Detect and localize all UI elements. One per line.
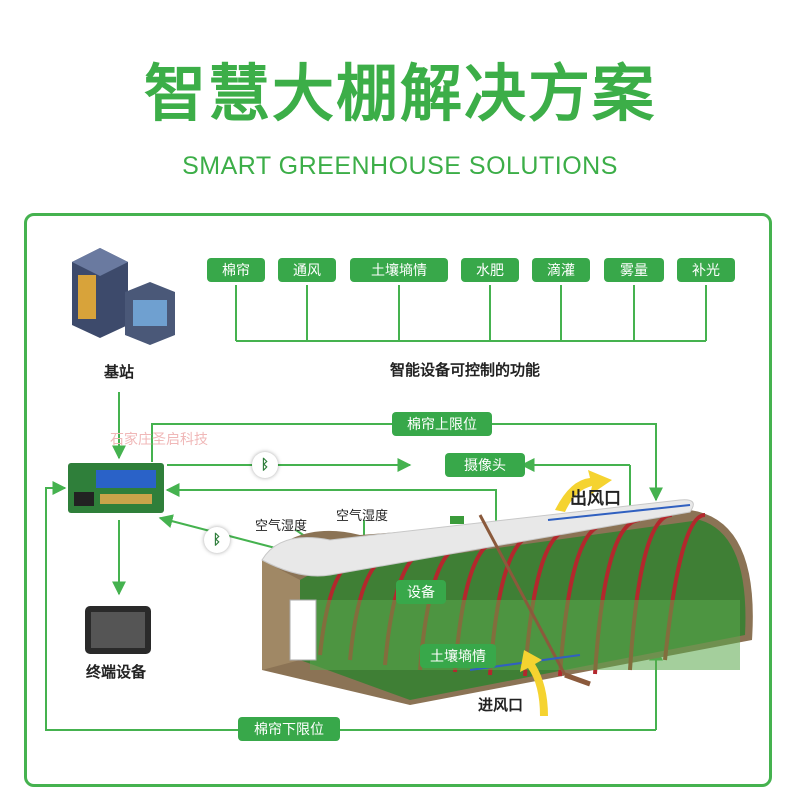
device-node: 设备 [396, 580, 446, 604]
diagram-frame [24, 213, 772, 787]
greenhouse-illustration [261, 499, 753, 705]
watermark: 石家庄圣启科技 [110, 432, 208, 448]
functions-caption: 智能设备可控制的功能 [390, 361, 541, 379]
server-icon [72, 248, 175, 345]
air-humidity-label-1: 空气湿度 [255, 519, 308, 534]
function-curtain: 棉帘 [207, 258, 265, 282]
base-station-label: 基站 [104, 363, 135, 381]
tablet-icon [85, 606, 151, 654]
function-bus [235, 285, 707, 342]
curtain-lower-line [45, 481, 656, 731]
soil-moisture-node: 土壤墒情 [420, 644, 496, 668]
function-water-fertilizer: 水肥 [461, 258, 519, 282]
bluetooth-icon: ᛒ [204, 527, 230, 553]
function-drip-irrigation: 滴灌 [532, 258, 590, 282]
function-ventilation: 通风 [278, 258, 336, 282]
outlet-arrow-icon [555, 470, 612, 512]
function-soil-moisture: 土壤墒情 [350, 258, 448, 282]
camera-node: 摄像头 [445, 453, 525, 477]
function-mist: 雾量 [604, 258, 664, 282]
page-title: 智慧大棚解决方案 [143, 57, 656, 130]
terminal-label: 终端设备 [86, 663, 147, 681]
circuit-board-icon [68, 463, 164, 513]
page-subtitle: SMART GREENHOUSE SOLUTIONS [182, 152, 618, 180]
bluetooth-icon: ᛒ [252, 452, 278, 478]
curtain-lower-limit: 棉帘下限位 [238, 717, 340, 741]
inlet-arrow-icon [520, 650, 548, 716]
inlet-label: 进风口 [478, 696, 524, 714]
curtain-upper-limit: 棉帘上限位 [392, 412, 492, 436]
outlet-label: 出风口 [570, 489, 621, 509]
function-fill-light: 补光 [677, 258, 735, 282]
air-humidity-label-2: 空气湿度 [336, 509, 389, 524]
